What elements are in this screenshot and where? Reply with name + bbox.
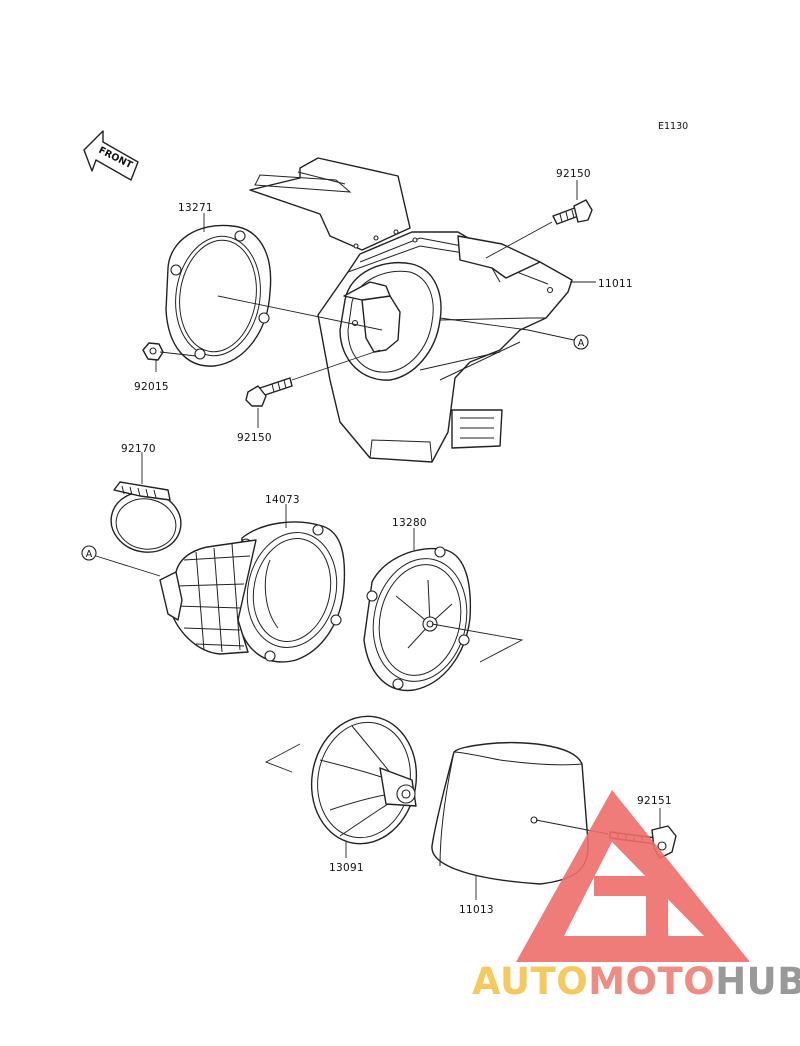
- reference-marker-a-upper: A: [573, 334, 589, 350]
- part-label-92015: 92015: [134, 381, 169, 393]
- bolt-92150-lower: [245, 377, 293, 407]
- air-cleaner-housing: [249, 157, 573, 463]
- part-label-92150-upper: 92150: [556, 168, 591, 180]
- reference-marker-a-upper-letter: A: [578, 338, 585, 349]
- part-label-13280: 13280: [392, 517, 427, 529]
- holder-14073: [159, 521, 346, 663]
- part-label-92150-lower: 92150: [237, 432, 272, 444]
- watermark-part-auto: AUTO: [472, 960, 588, 1003]
- part-label-92151: 92151: [637, 795, 672, 807]
- part-label-14073: 14073: [265, 494, 300, 506]
- bolt-92150-upper: [552, 199, 593, 225]
- watermark-part-hub: HUB: [715, 960, 800, 1003]
- clamp-92170: [110, 481, 182, 553]
- watermark-logo: AUTOMOTOHUB: [472, 790, 800, 1003]
- leader-lines: [95, 180, 661, 900]
- part-label-11011: 11011: [598, 278, 633, 290]
- watermark-part-moto: MOTO: [588, 960, 715, 1003]
- part-label-92170: 92170: [121, 443, 156, 455]
- reference-marker-a-lower: A: [81, 545, 97, 561]
- watermark-text: AUTOMOTOHUB: [472, 960, 800, 1003]
- diagram-code: E1130: [658, 121, 688, 132]
- reference-marker-a-lower-letter: A: [86, 549, 93, 560]
- front-arrow-icon: FRONT: [83, 130, 139, 181]
- plate-13280: [363, 546, 472, 692]
- part-label-13091: 13091: [329, 862, 364, 874]
- element-frame-13091: [310, 715, 418, 845]
- watermark-triangle-icon: [516, 790, 750, 962]
- nut-92015: [142, 342, 164, 361]
- part-label-11013: 11013: [459, 904, 494, 916]
- element-11013: [431, 741, 589, 885]
- part-label-13271: 13271: [178, 202, 213, 214]
